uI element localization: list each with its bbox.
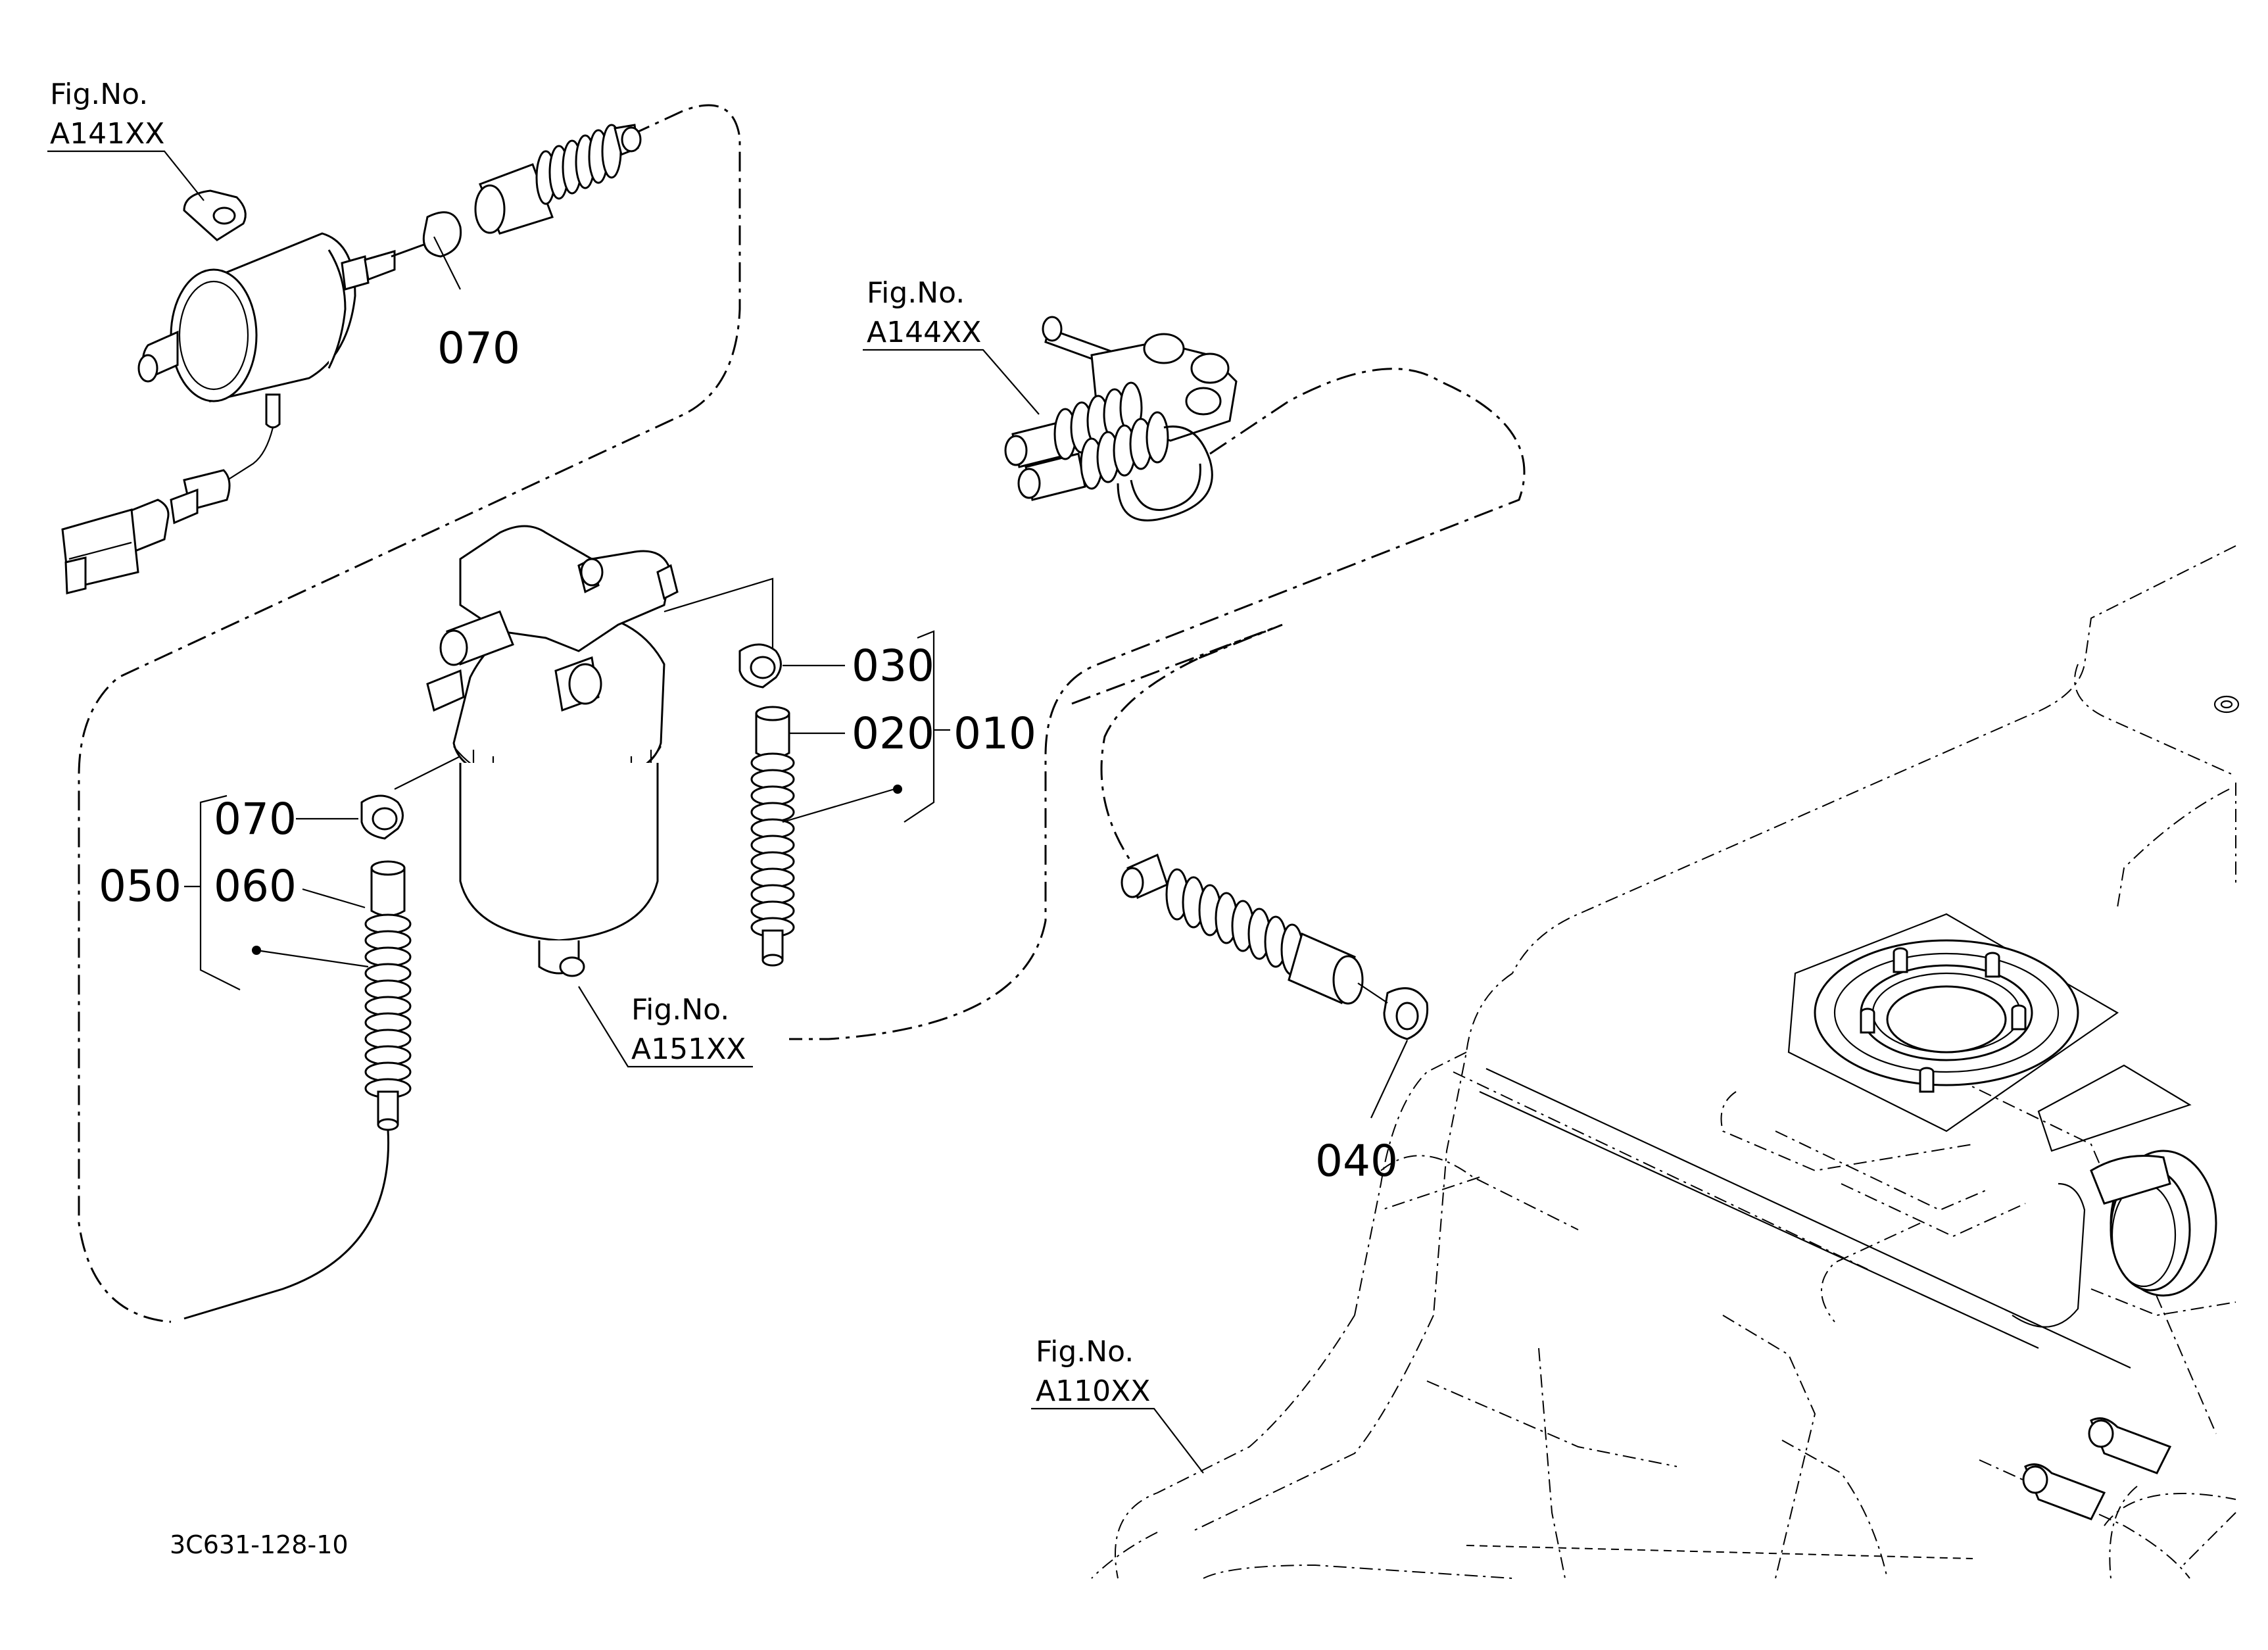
callout-030: 030 [852, 641, 934, 691]
hose-050-ribs [364, 913, 412, 1099]
drawing-code: 3C631-128-10 [170, 1530, 349, 1559]
hose-ribs-top [535, 124, 622, 205]
callout-060: 060 [214, 861, 297, 911]
joint-hose-ribs [1053, 381, 1169, 490]
fig-ref-prefix: Fig.No. [631, 993, 729, 1027]
callout-010: 010 [953, 708, 1036, 759]
fig-ref-a151xx: Fig.No. A151XX [578, 986, 753, 1068]
hose-050-assembly [183, 794, 412, 1320]
fig-ref-prefix: Fig.No. [867, 276, 965, 310]
hose-joint-assembly [1004, 316, 1238, 522]
callout-020: 020 [852, 708, 934, 759]
callout-040: 040 [1315, 1136, 1398, 1186]
fig-ref-a144xx: Fig.No. A144XX [863, 276, 1040, 415]
callout-labels: 070 030 020 010 070 050 060 040 [99, 323, 1398, 1186]
callout-050: 050 [99, 861, 181, 911]
fig-ref-a141xx: Fig.No. A141XX [47, 78, 205, 201]
fuel-tank [1091, 545, 2240, 1579]
pump-outlet-hose [391, 124, 642, 258]
hose-040-ribs [1165, 868, 1304, 976]
hose-010-ribs [750, 752, 795, 938]
tank-return-fittings [2022, 1417, 2172, 1520]
fig-ref-id: A110XX [1036, 1374, 1150, 1408]
tank-filler-neck [1787, 913, 2119, 1132]
callout-leaders [184, 236, 1408, 1119]
fig-ref-id: A144XX [867, 316, 981, 349]
fuel-pump-assembly [61, 189, 396, 594]
hose-010-assembly [738, 643, 795, 967]
callout-070-left: 070 [214, 794, 297, 844]
fig-ref-a110xx: Fig.No. A110XX [1031, 1335, 1204, 1474]
fuel-filter-assembly [394, 525, 774, 977]
hose-040-assembly [1121, 853, 1429, 1040]
fig-ref-prefix: Fig.No. [1036, 1335, 1134, 1369]
fig-ref-prefix: Fig.No. [50, 78, 148, 111]
callout-070-top: 070 [437, 323, 520, 374]
fig-ref-id: A141XX [50, 117, 164, 151]
fig-ref-id: A151XX [631, 1032, 746, 1066]
